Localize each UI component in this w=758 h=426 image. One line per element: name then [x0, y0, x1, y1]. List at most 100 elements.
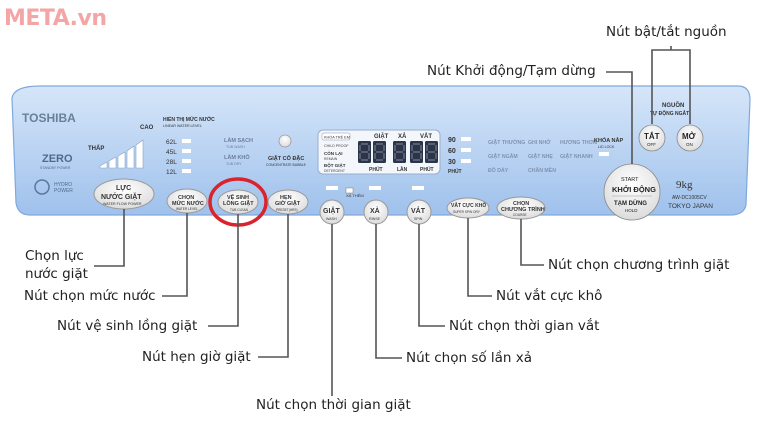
water-level-readouts: 62L 45L 28L 12L [166, 139, 191, 176]
callout-flow-line2: nước giặt [25, 266, 88, 282]
display-bottom-min: PHÚT [369, 166, 383, 173]
display-led-marks [326, 186, 424, 190]
tub-clean-button[interactable]: VỆ SINH LỒNG GIẶT TUB CLEAN [217, 189, 259, 215]
course-btn-sub: COURSE [513, 213, 527, 217]
concentrate-button[interactable] [278, 134, 292, 148]
hydro-bottom: POWER [54, 188, 73, 194]
flow-high: CAO [140, 125, 154, 131]
callout-flow-line1: Chọn lực [25, 248, 84, 264]
temp-30: 30 [448, 159, 456, 166]
display-header-spin: VẮT [420, 132, 432, 140]
start-top: START [621, 177, 639, 183]
leader-start [606, 71, 633, 164]
leader-course [520, 219, 544, 266]
flow-low: THẤP [88, 145, 104, 152]
wash-btn-sub: WASH [326, 217, 337, 221]
spin-btn-sub: SPIN [414, 217, 423, 221]
flow-power-line2: NƯỚC GIẶT [101, 192, 142, 201]
flow-power-button[interactable]: LỰC NƯỚC GIẶT WATER FLOW POWER [93, 178, 155, 210]
water-level-28: 28L [166, 159, 177, 166]
capacity-label: 9kg [676, 179, 693, 191]
child-lock-label: KHÓA TRẺ EM [324, 135, 350, 140]
rinse-count-button[interactable]: XẢ RINSE [363, 199, 389, 225]
timer-btn-line2: GIỜ GIẶT [275, 199, 301, 207]
callout-tubclean: Nút vệ sinh lồng giặt [57, 318, 198, 334]
leader-timer [258, 214, 289, 358]
super-spin-label: VẮT CỰC KHÔ [451, 201, 486, 209]
tub-clean-indicator: LÀM SẠCH [224, 137, 253, 144]
water-level-button[interactable]: CHỌN MỨC NƯỚC WATER LEVEL [166, 188, 208, 214]
water-level-btn-line2: MỨC NƯỚC [172, 199, 204, 207]
prog-soak: GIẶT NGÂM [488, 153, 518, 160]
lid-lock-indicator [599, 152, 609, 156]
water-level-45: 45L [166, 149, 177, 156]
water-level-title: HIỂN THỊ MỨC NƯỚC [163, 115, 215, 123]
power-off-label: TẮT [644, 132, 660, 141]
leader-flow [94, 209, 125, 267]
tub-clean-indicator-sub: TUB WASH [226, 145, 245, 149]
timer-button[interactable]: HẸN GIỜ GIẶT PRESET(HRS) [267, 189, 309, 215]
power-off-button[interactable] [638, 124, 666, 152]
remain-sub: REMAIN [324, 157, 338, 161]
water-level-sub: LINEAR WATER LEVEL [163, 124, 202, 128]
course-btn-line2: CHƯƠNG TRÌNH [501, 205, 545, 213]
temp-60: 60 [448, 148, 456, 155]
zero-sub: STANDBY POWER [40, 166, 71, 170]
power-on-button[interactable] [676, 124, 704, 152]
prog-normal: GIẶT THƯỜNG [488, 138, 525, 146]
rinse-extra-indicator [345, 187, 354, 194]
flow-power-line1: LỰC [116, 185, 131, 192]
leader-superspin [467, 218, 492, 297]
hydro-top: HYDRO [54, 182, 72, 188]
display-bottom-times: LẦN [397, 166, 408, 173]
watermark-logo: META.vn [4, 6, 107, 31]
prog-blanket: CHĂN MỀN [528, 167, 556, 174]
callout-course: Nút chọn chương trình giặt [548, 257, 730, 273]
super-spin-button[interactable]: VẮT CỰC KHÔ SUPER SPIN DRY [446, 197, 490, 219]
start-hold: HOLD [625, 208, 638, 213]
leader-level [162, 213, 188, 297]
wash-btn-label: GIẶT [323, 206, 340, 215]
callout-timer: Nút hẹn giờ giặt [142, 349, 251, 365]
prog-memory: GHI NHỚ [528, 138, 551, 146]
spin-time-button[interactable]: VẮT SPIN [406, 199, 432, 225]
power-on-sub: ON [686, 142, 693, 147]
temperature-indicators: 90 60 30 PHÚT [448, 137, 471, 175]
hydro-icon [34, 179, 50, 195]
course-btn-line1: CHỌN [513, 201, 529, 207]
temp-90: 90 [448, 137, 456, 144]
program-labels: GIẶT THƯỜNG GIẶT NGÂM ĐỒ DÀY GHI NHỚ GIẶ… [488, 138, 597, 174]
water-level-12: 12L [166, 169, 177, 176]
wash-time-button[interactable]: GIẶT WASH [319, 199, 345, 225]
lid-lock-sub: LID LOCK [598, 145, 615, 149]
detergent-sub: DETERGENT [324, 169, 345, 173]
concentrate-label: GIẶT CÔ ĐẶC [268, 154, 304, 162]
timer-btn-line1: HẸN [280, 195, 292, 201]
prog-speed: GIẶT NHANH [560, 153, 593, 160]
origin-label: TOKYO JAPAN [668, 203, 713, 210]
callout-start: Nút Khởi động/Tạm dừng [427, 63, 596, 79]
callout-washtime: Nút chọn thời gian giặt [256, 397, 411, 413]
course-button[interactable]: CHỌN CHƯƠNG TRÌNH COURSE [496, 196, 546, 220]
power-off-sub: OFF [647, 142, 656, 147]
display-header-wash: GIẶT [374, 133, 389, 140]
callout-power: Nút bật/tắt nguồn [606, 24, 727, 40]
detergent-label: ĐỘT GIẶT [324, 161, 346, 168]
tub-dry-indicator: LÀM KHÔ [224, 153, 250, 161]
water-level-btn-line1: CHỌN [178, 195, 194, 201]
temp-unit: PHÚT [448, 168, 462, 175]
power-on-label: MỞ [682, 132, 696, 141]
model-label: AW-DC1005CV [672, 195, 707, 201]
lid-lock-label: KHÓA NẮP [594, 136, 623, 144]
tub-clean-btn-sub: TUB CLEAN [230, 208, 249, 212]
prog-fragrance: HƯƠNG THƠM [560, 140, 597, 146]
tub-clean-btn-line2: LỒNG GIẶT [223, 200, 254, 207]
leader-lines [94, 46, 691, 396]
flow-level-bars [99, 139, 144, 169]
callout-superspin: Nút vắt cực khô [496, 288, 603, 304]
rinse-extra-label: XẢ THÊM [346, 193, 364, 198]
display-header-rinse: XẢ [398, 133, 407, 140]
remain-label: CÒN LẠI [324, 149, 343, 156]
tub-clean-btn-line1: VỆ SINH [227, 193, 249, 201]
